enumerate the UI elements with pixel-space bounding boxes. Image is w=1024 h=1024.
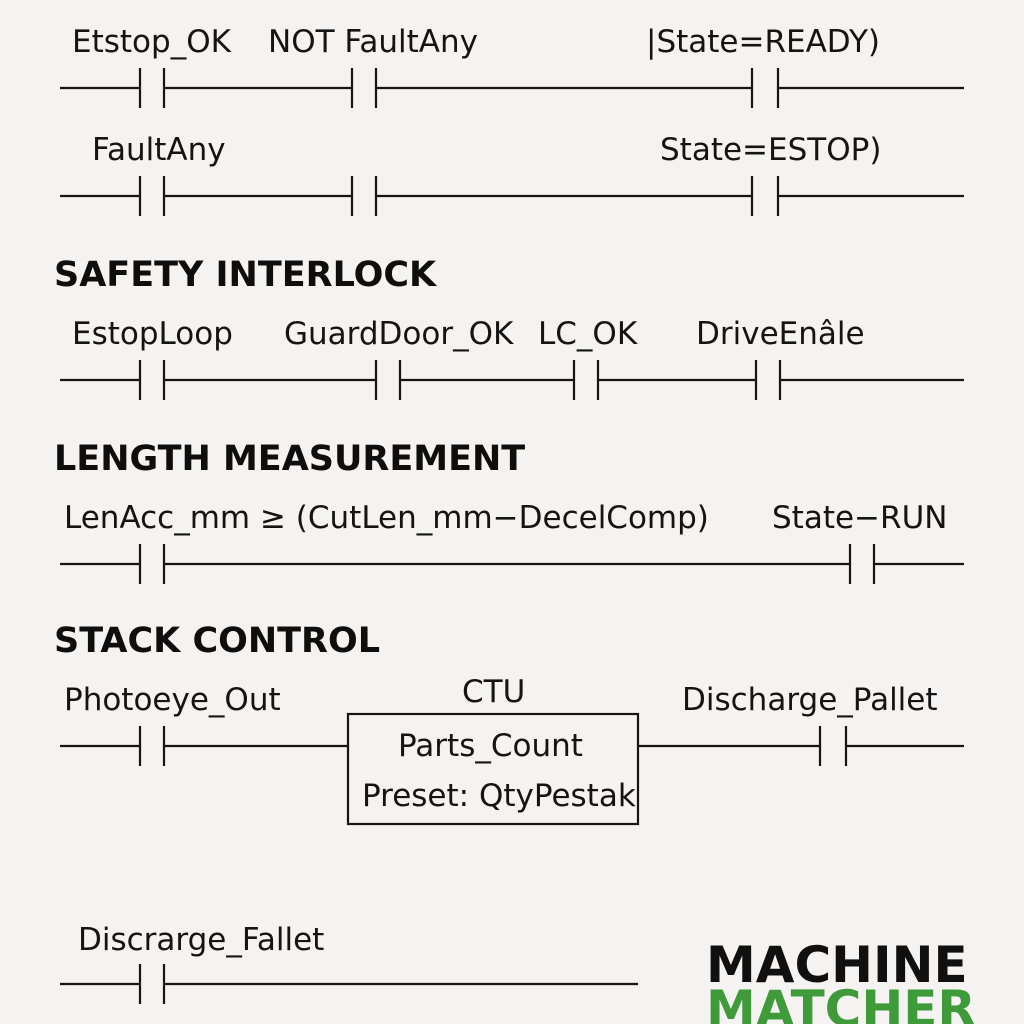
- rung-1: Etstop_OK NOT FaultAny |State=READY): [60, 24, 964, 108]
- ctu-block-type: CTU: [462, 674, 525, 710]
- rung-1-label-2: NOT FaultAny: [268, 24, 478, 60]
- rung-4-label-1: LenAcc_mm ≥ (CutLen_mm−DecelComp): [64, 500, 709, 536]
- section-heading-length-measurement: LENGTH MEASUREMENT: [54, 439, 525, 479]
- contact-guarddoor-ok: [374, 360, 402, 400]
- contact-photoeye-out: [138, 726, 166, 766]
- contact-discrarge-fallet: [138, 964, 166, 1004]
- contact-state-estop: [750, 176, 780, 216]
- contact-discharge-pallet: [818, 726, 848, 766]
- ctu-counter-block: [346, 712, 640, 826]
- rung-4-label-2: State−RUN: [772, 500, 947, 536]
- rung-2: FaultAny State=ESTOP): [60, 132, 964, 216]
- rung-3: EstopLoop GuardDoor_OK LC_OK DriveEnâle: [60, 316, 964, 400]
- rung-3-label-2: GuardDoor_OK: [284, 316, 514, 352]
- rung-3-label-1: EstopLoop: [72, 316, 233, 352]
- contact-rung-2-middle: [350, 176, 378, 216]
- rung-3-label-3: LC_OK: [538, 316, 638, 352]
- rung-1-label-3: |State=READY): [646, 24, 880, 60]
- brand-line-2: MATCHER: [706, 980, 976, 1024]
- contact-not-faultany: [350, 68, 378, 108]
- section-heading-stack-control: STACK CONTROL: [54, 621, 380, 661]
- rung-5-label-3: Discharge_Pallet: [682, 682, 938, 718]
- rung-6: Discrarge_Fallet: [60, 922, 638, 1004]
- contact-driveenable: [754, 360, 782, 400]
- ctu-counter-name: Parts_Count: [398, 728, 583, 764]
- contact-state-run: [848, 544, 876, 584]
- contact-state-ready: [750, 68, 780, 108]
- rung-4: LenAcc_mm ≥ (CutLen_mm−DecelComp) State−…: [60, 500, 964, 584]
- contact-lenacc-compare: [138, 544, 166, 584]
- section-heading-safety-interlock: SAFETY INTERLOCK: [54, 255, 438, 295]
- rung-1-label-1: Etstop_OK: [72, 24, 232, 60]
- contact-lc-ok: [572, 360, 600, 400]
- ctu-counter-preset: Preset: QtyPestak: [362, 778, 636, 814]
- rung-5-label-1: Photoeye_Out: [64, 682, 281, 718]
- rung-2-label-1: FaultAny: [92, 132, 226, 168]
- brand-line-1: MACHINE: [706, 936, 968, 994]
- contact-etstop-ok: [138, 68, 166, 108]
- contact-faultany: [138, 176, 166, 216]
- rung-5: Photoeye_Out CTU Parts_Count Preset: Qty…: [60, 674, 964, 826]
- rung-6-label-1: Discrarge_Fallet: [78, 922, 324, 958]
- rung-2-label-2: State=ESTOP): [660, 132, 881, 168]
- rung-3-label-4: DriveEnâle: [696, 316, 865, 352]
- brand-logo: MACHINE MATCHER: [706, 936, 976, 1024]
- contact-estoploop: [138, 360, 166, 400]
